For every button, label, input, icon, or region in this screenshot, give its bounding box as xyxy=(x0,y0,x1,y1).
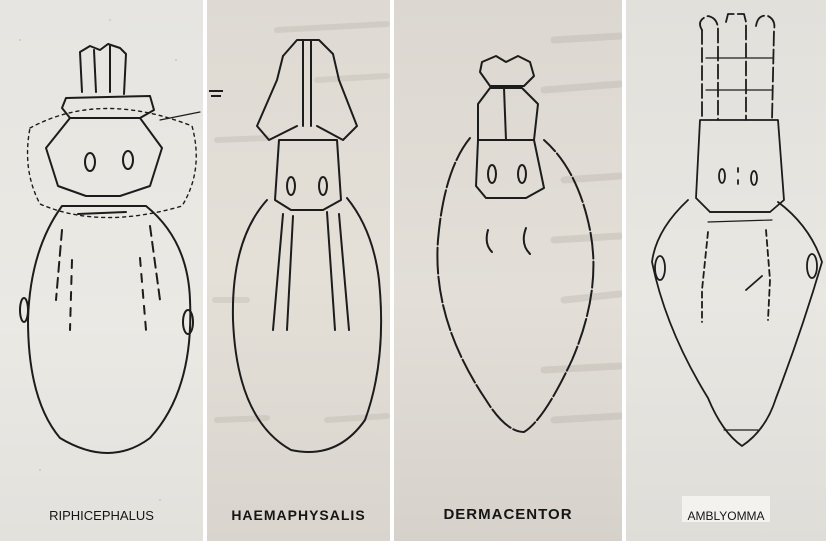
dermacentor-drawing xyxy=(394,0,622,541)
panel-dermacentor: DERMACENTOR xyxy=(394,0,622,541)
label-haemaphysalis: HAEMAPHYSALIS xyxy=(207,507,390,523)
riphicephalus-drawing xyxy=(0,0,203,541)
label-amblyomma: AMBLYOMMA xyxy=(626,509,826,523)
label-riphicephalus: RIPHICEPHALUS xyxy=(0,508,203,523)
panel-haemaphysalis: HAEMAPHYSALIS xyxy=(207,0,390,541)
label-dermacentor: DERMACENTOR xyxy=(394,506,622,523)
panel-amblyomma: AMBLYOMMA xyxy=(626,0,826,541)
panel-riphicephalus: RIPHICEPHALUS xyxy=(0,0,203,541)
amblyomma-drawing xyxy=(626,0,826,541)
haemaphysalis-drawing xyxy=(207,0,390,541)
